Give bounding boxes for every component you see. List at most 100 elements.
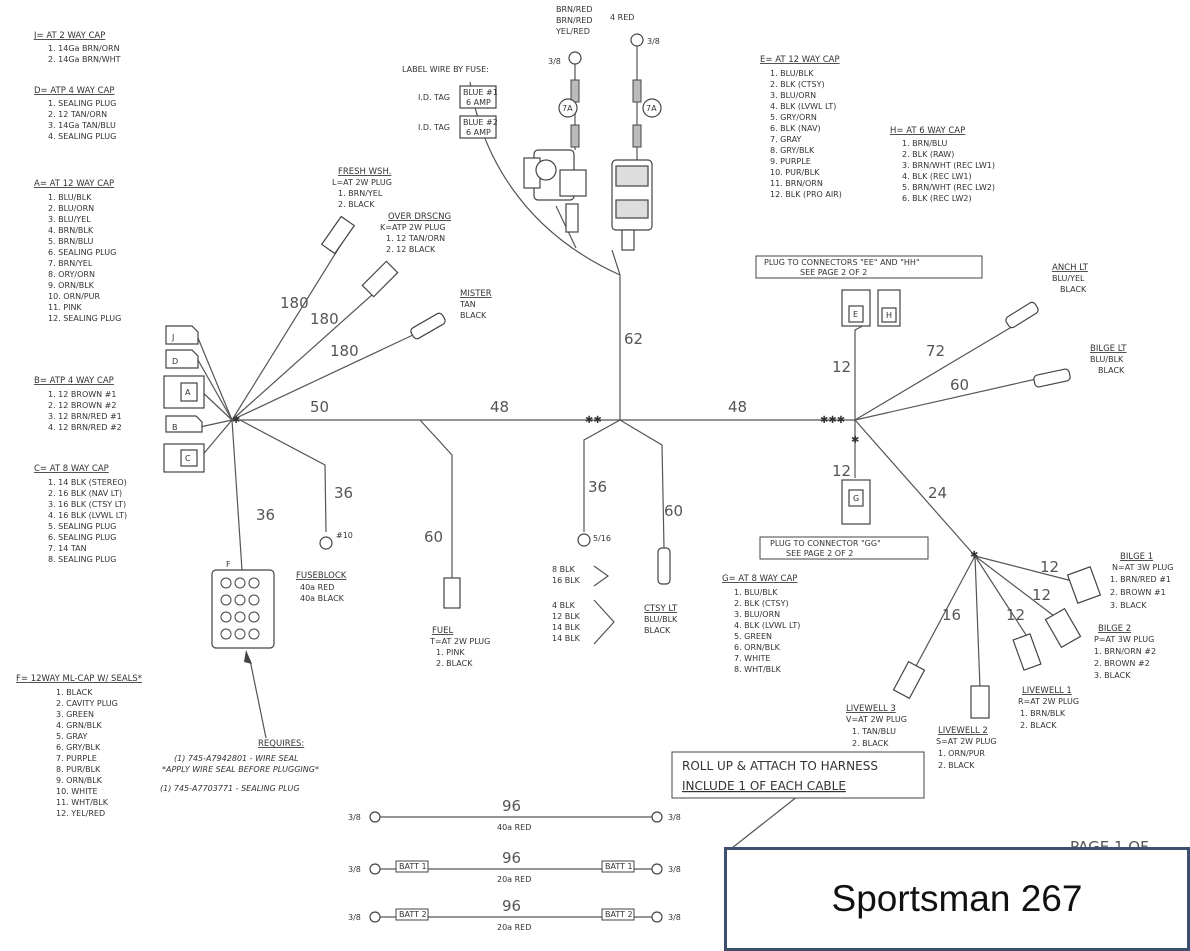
legend-e-item: 2. BLK (CTSY): [770, 80, 825, 89]
bilgelt-title: BILGE LT: [1090, 344, 1127, 354]
wire-24: [854, 419, 976, 557]
plug-icon: [1044, 607, 1082, 649]
lead-left-color: BRN/RED: [556, 5, 593, 14]
legend-a-item: 10. ORN/PUR: [48, 292, 100, 301]
ring516-size: 5/16: [593, 534, 611, 543]
top-leads: BRN/RED BRN/RED YEL/RED 4 RED 3/8 3/8 7A…: [548, 5, 662, 170]
branch-fuel: FUEL T=AT 2W PLUG 1. PINK 2. BLACK: [429, 577, 490, 668]
legend-g-item: 2. BLK (CTSY): [734, 599, 789, 608]
connector-j[interactable]: J: [165, 325, 199, 345]
legend-e-item: 10. PUR/BLK: [770, 168, 820, 177]
wire-mister: [231, 326, 431, 421]
cable-tag: BATT 2: [399, 910, 427, 919]
connector-c[interactable]: C: [163, 443, 205, 473]
bilge1-title: BILGE 1: [1120, 552, 1153, 562]
wire-bilge1: [974, 555, 1081, 584]
splice-mark: ✱: [970, 550, 978, 561]
length-labels: 180 180 180 50 48 48 62 72 60 12 12 24 3…: [256, 294, 1059, 624]
legend-h-item: 2. BLK (RAW): [902, 150, 954, 159]
connector-e[interactable]: E: [841, 289, 871, 327]
length-label: 24: [928, 484, 947, 502]
bilgelt-item: BLU/BLK: [1090, 355, 1124, 364]
length-label: 50: [310, 398, 329, 416]
ring-terminal-icon: [651, 911, 663, 923]
connector-b-label: B: [172, 423, 178, 432]
rollup-line: ROLL UP & ATTACH TO HARNESS: [682, 759, 878, 773]
legend-e-item: 8. GRY/BLK: [770, 146, 815, 155]
legend-f-item: 11. WHT/BLK: [56, 798, 109, 807]
legend-e-item: 5. GRY/ORN: [770, 113, 817, 122]
legend-e-item: 3. BLU/ORN: [770, 91, 816, 100]
splice-mark: ✱✱✱: [820, 415, 845, 426]
length-label: 60: [950, 376, 969, 394]
legend-c-title: C= AT 8 WAY CAP: [34, 464, 109, 474]
legend-f-item: 7. PURPLE: [56, 754, 97, 763]
fuse-amp: 7A: [562, 104, 573, 113]
blk-b-item: 14 BLK: [552, 623, 581, 632]
bullet-icon: [410, 312, 446, 340]
livewell1-item: 1. BRN/BLK: [1020, 709, 1066, 718]
legend-j-item: 2. 14Ga BRN/WHT: [48, 55, 121, 64]
overdrsng-item: 1. 12 TAN/ORN: [386, 234, 445, 243]
connector-d[interactable]: D: [165, 349, 199, 369]
legend-a-title: A= AT 12 WAY CAP: [34, 179, 114, 189]
loose-cable: 3/8 3/8 BATT 1 BATT 1 96 20a RED: [348, 849, 681, 884]
legend-f-item: 6. GRY/BLK: [56, 743, 101, 752]
legend-c: C= AT 8 WAY CAP 1. 14 BLK (STEREO) 2. 16…: [34, 464, 127, 564]
connector-f[interactable]: F: [211, 560, 275, 649]
legend-d-item: 2. 12 TAN/ORN: [48, 110, 107, 119]
legend-e-item: 7. GRAY: [770, 135, 801, 144]
mister-item: BLACK: [460, 311, 487, 320]
fuseblock-item: 40a BLACK: [300, 594, 345, 603]
legend-e: E= AT 12 WAY CAP 1. BLU/BLK 2. BLK (CTSY…: [760, 55, 842, 199]
legend-c-item: 5. SEALING PLUG: [48, 522, 116, 531]
length-label: 180: [280, 294, 309, 312]
connector-d-label: D: [172, 357, 178, 366]
wire-bilge2: [974, 555, 1063, 623]
connector-c-label: C: [185, 454, 191, 463]
wire-to-c: [199, 419, 233, 459]
cable-end: 3/8: [668, 865, 681, 874]
branch-fuseblock: #10 FUSEBLOCK 40a RED 40a BLACK: [296, 531, 353, 603]
branch-fresh: FRESH WSH. L=AT 2W PLUG 1. BRN/YEL 2. BL…: [320, 167, 392, 255]
fuel-title: FUEL: [432, 626, 453, 636]
livewell2-item: 1. ORN/PUR: [938, 749, 985, 758]
legend-h-item: 5. BRN/WHT (REC LW2): [902, 183, 995, 192]
length-label: 12: [1032, 586, 1051, 604]
connector-a[interactable]: A: [163, 375, 205, 409]
wire-fuel: [419, 419, 453, 578]
connector-g[interactable]: G: [841, 479, 871, 525]
legend-f-item: 12. YEL/RED: [56, 809, 105, 818]
mister-title: MISTER: [460, 289, 492, 299]
branch-bilgelt: BILGE LT BLU/BLK BLACK: [1033, 344, 1127, 388]
ring-terminal-icon: [651, 811, 663, 823]
bilge1-item: 1. BRN/RED #1: [1110, 575, 1171, 584]
livewell2-title: LIVEWELL 2: [938, 726, 988, 736]
legend-e-item: 9. PURPLE: [770, 157, 811, 166]
ring-terminal-icon: [369, 811, 381, 823]
livewell3-title: LIVEWELL 3: [846, 704, 896, 714]
mister-item: TAN: [459, 300, 476, 309]
plug-note-line: PLUG TO CONNECTOR "GG": [770, 539, 881, 548]
bullet-icon: [657, 547, 671, 585]
wire-livewell1: [974, 555, 1029, 639]
legend-a: A= AT 12 WAY CAP 1. BLU/BLK 2. BLU/ORN 3…: [34, 179, 121, 323]
wire-to-e-h: [854, 321, 871, 420]
ring-terminal-icon: [568, 51, 582, 65]
cable-gauge: 20a RED: [497, 875, 531, 884]
fuel-sub: T=AT 2W PLUG: [429, 637, 490, 646]
connector-h[interactable]: H: [877, 289, 901, 327]
connector-b[interactable]: B: [165, 415, 203, 433]
fuse-tag-box: 6 AMP: [466, 128, 491, 137]
legend-f-item: 4. GRN/BLK: [56, 721, 103, 730]
bilge2-item: 1. BRN/ORN #2: [1094, 647, 1156, 656]
requires-line: (1) 745-A7703771 - SEALING PLUG: [160, 784, 300, 793]
livewell2-sub: S=AT 2W PLUG: [936, 737, 997, 746]
wire-fuseblock: [239, 419, 327, 533]
cable-end: 3/8: [348, 913, 361, 922]
legend-b-title: B= ATP 4 WAY CAP: [34, 376, 114, 386]
requires-leader: [249, 659, 267, 739]
length-label: 60: [424, 528, 443, 546]
fuel-item: 2. BLACK: [436, 659, 473, 668]
legend-f: F= 12WAY ML-CAP W/ SEALS* 1. BLACK 2. CA…: [16, 674, 142, 818]
